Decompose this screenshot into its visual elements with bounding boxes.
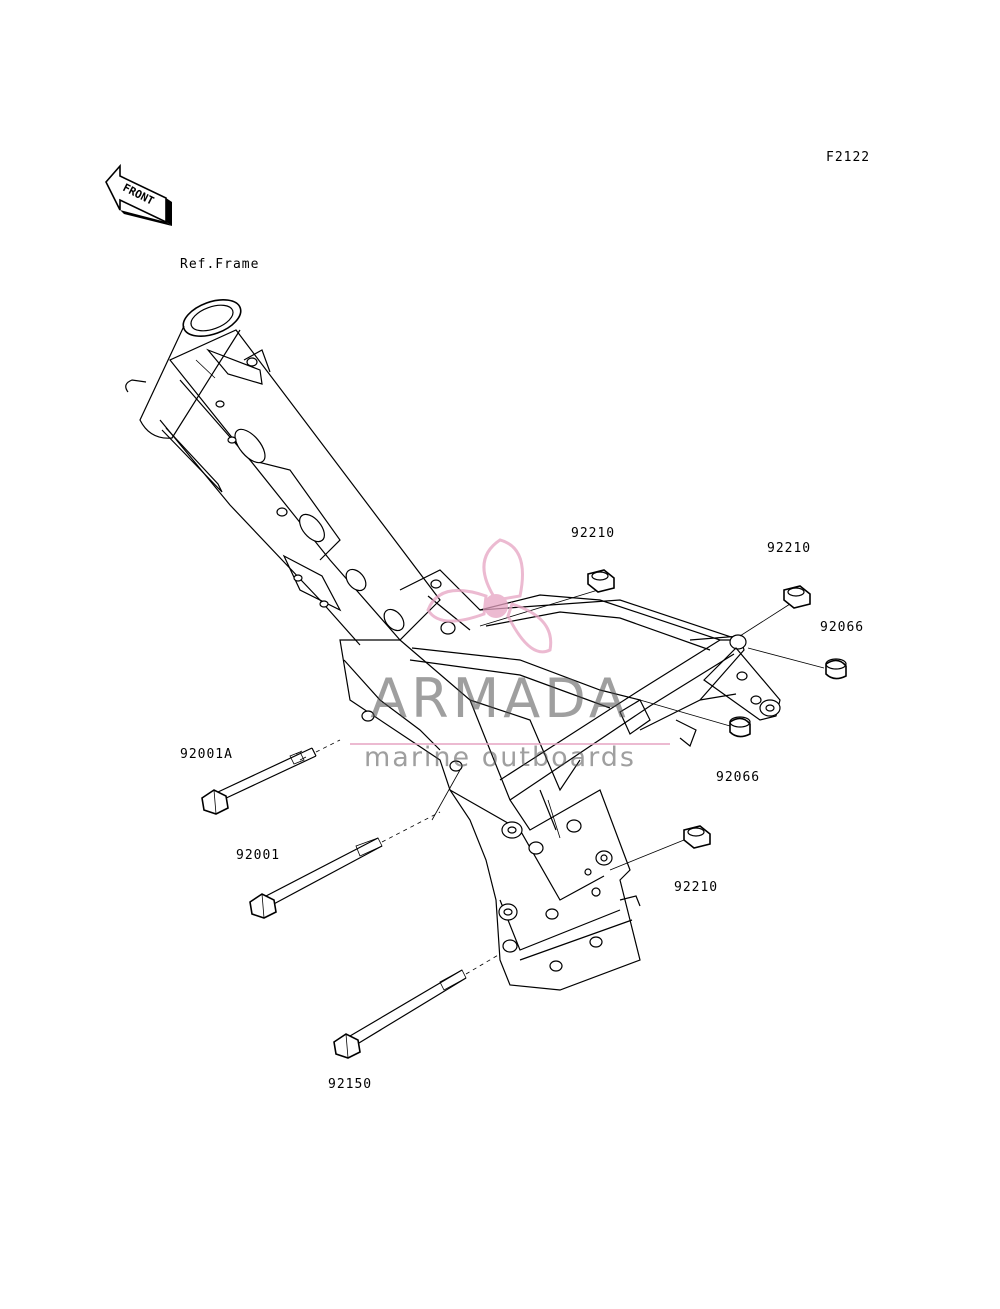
rear-bracket	[619, 647, 781, 747]
part-label-92210-upper[interactable]: 92210	[571, 526, 616, 541]
bolt-92001	[249, 811, 441, 919]
front-arrow-icon: FRONT	[105, 163, 172, 226]
head-pipe	[125, 298, 242, 439]
cap-92066-lower	[729, 716, 751, 738]
part-label-92150[interactable]: 92150	[328, 1077, 373, 1092]
bolt-92001A	[201, 739, 341, 815]
cap-92066-upper	[825, 658, 847, 680]
part-label-92001A[interactable]: 92001A	[180, 747, 233, 762]
part-label-92210-lower[interactable]: 92210	[674, 880, 719, 895]
upper-frame-tubes	[399, 569, 747, 801]
part-label-92001[interactable]: 92001	[236, 848, 281, 863]
watermark-brand: ARMADA	[370, 667, 630, 730]
bolt-92150	[333, 953, 501, 1059]
leader-lines	[431, 589, 825, 871]
watermark-propeller-logo	[350, 538, 670, 745]
collar-92210-right	[783, 585, 811, 609]
part-label-92066-upper[interactable]: 92066	[820, 620, 865, 635]
engine-mount-plate	[339, 639, 641, 991]
watermark-tagline: marine outboards	[363, 742, 636, 773]
figure-code: F2122	[826, 150, 871, 165]
collar-92210-lower	[683, 825, 711, 849]
part-label-92210-right[interactable]: 92210	[767, 541, 812, 556]
collar-92210-upper	[587, 569, 615, 593]
part-label-92066-lower[interactable]: 92066	[716, 770, 761, 785]
ref-frame-label: Ref.Frame	[180, 257, 260, 272]
down-tube	[159, 329, 441, 646]
